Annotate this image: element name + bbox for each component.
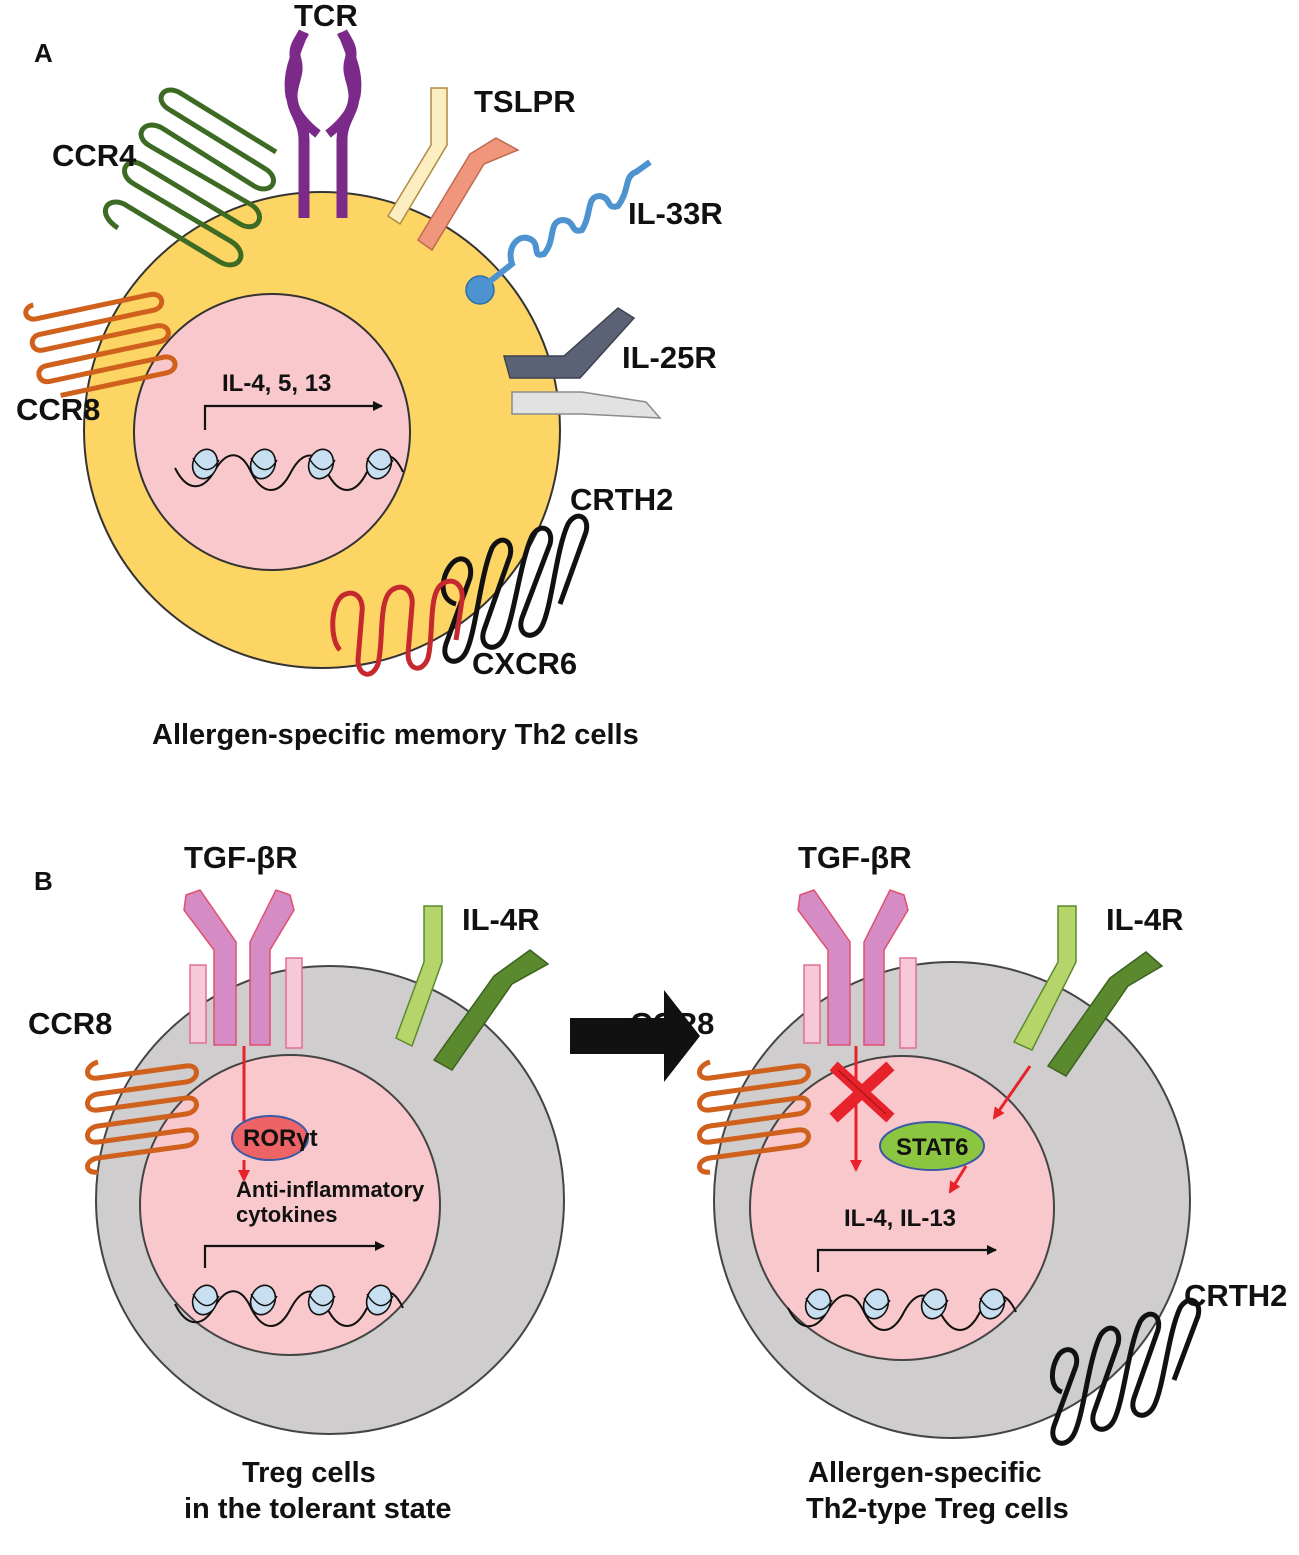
panel-b: B TGF-βR IL-4R CCR8	[28, 840, 1287, 1525]
ccr8-receptor	[697, 1059, 811, 1175]
tgfbr-label: TGF-βR	[798, 840, 912, 875]
ccr8-label: CCR8	[28, 1006, 112, 1041]
left-caption-line1: Treg cells	[242, 1457, 376, 1489]
ccr8-label: CCR8	[16, 392, 100, 427]
rorgt-label: RORγt	[243, 1125, 318, 1152]
tgfbr-label: TGF-βR	[184, 840, 298, 875]
right-caption-line2: Th2-type Treg cells	[806, 1493, 1069, 1525]
il4r-label: IL-4R	[1106, 902, 1184, 937]
transcription-arrow	[203, 1241, 385, 1268]
left-genes-line2: cytokines	[236, 1202, 338, 1227]
il4r-receptor	[1012, 905, 1164, 1077]
cxcr6-label: CXCR6	[472, 646, 577, 681]
right-genes-label: IL-4, IL-13	[844, 1205, 956, 1232]
left-caption-line2: in the tolerant state	[184, 1493, 452, 1525]
panel-a-caption: Allergen-specific memory Th2 cells	[152, 719, 639, 751]
stat6-label: STAT6	[896, 1134, 968, 1161]
transcription-arrow	[203, 401, 383, 430]
ccr8-receptor	[85, 1059, 199, 1175]
ccr4-label: CCR4	[52, 138, 137, 173]
il4r-receptor	[395, 905, 550, 1071]
th2-nucleus	[133, 293, 411, 571]
crth2-label: CRTH2	[1184, 1278, 1287, 1313]
genes-label: IL-4, 5, 13	[222, 370, 331, 397]
panel-b-letter: B	[34, 866, 53, 896]
il4r-signal-arrow	[992, 1065, 1032, 1120]
crth2-receptor	[1050, 1297, 1202, 1446]
left-genes-line1: Anti-inflammatory	[236, 1177, 425, 1202]
tgfbr-receptor	[183, 889, 303, 1049]
panel-a-letter: A	[34, 38, 53, 68]
treg-nucleus	[139, 1054, 441, 1356]
transition-arrow	[570, 990, 700, 1082]
stat6-factor	[879, 1121, 985, 1171]
ccr8-label: CCR8	[630, 1006, 714, 1041]
crth2-label: CRTH2	[570, 482, 673, 517]
stat6-arrow	[948, 1165, 968, 1194]
panel-a: A IL-4, 5, 13 TCR TSLPR CCR4 IL-33R	[16, 0, 723, 751]
transcription-arrow	[816, 1245, 997, 1272]
treg-tolerant-cell: TGF-βR IL-4R CCR8 RORγt Anti-inflammator…	[28, 840, 565, 1525]
il25r-label: IL-25R	[622, 340, 717, 375]
il33r-label: IL-33R	[628, 196, 723, 231]
il4r-label: IL-4R	[462, 902, 540, 937]
ccr8-receptor	[23, 291, 178, 398]
block-x-icon	[829, 1061, 895, 1123]
cxcr6-receptor	[330, 578, 465, 677]
th2-treg-cell: TGF-βR IL-4R CCR8 STAT6 IL-4, IL-13	[630, 840, 1287, 1525]
tcr-label: TCR	[294, 0, 358, 33]
il25r-receptor	[503, 307, 662, 419]
il33r-receptor	[465, 159, 652, 305]
tslpr-receptor	[386, 87, 520, 252]
right-caption-line1: Allergen-specific	[808, 1457, 1042, 1489]
tgfbr-receptor	[797, 889, 917, 1049]
tslpr-label: TSLPR	[474, 84, 576, 119]
treg-nucleus	[749, 1055, 1055, 1361]
tcr-receptor	[284, 29, 362, 218]
ccr4-receptor	[103, 87, 278, 268]
rorgt-factor	[231, 1115, 309, 1161]
